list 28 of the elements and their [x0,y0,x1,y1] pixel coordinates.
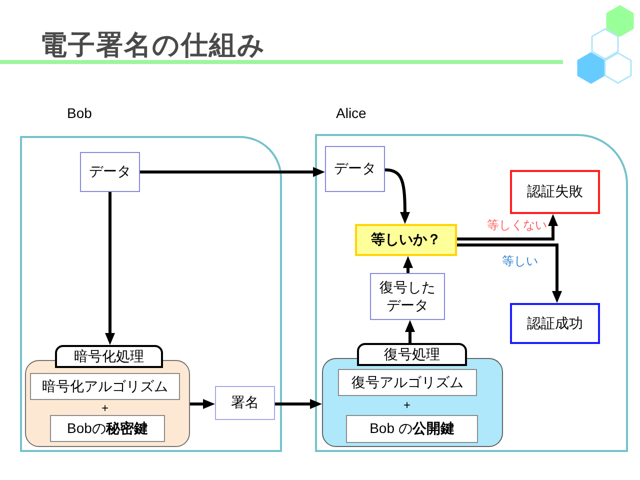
comparison-box: 等しいか？ [355,224,457,256]
arrow [190,399,215,409]
signature-box: 署名 [215,386,275,420]
arrow [105,192,115,345]
process-tab: 復号処理 [357,343,467,366]
arrow [405,320,415,343]
plus-sign: + [402,398,412,413]
arrow [457,214,558,240]
data-box: 復号したデータ [370,273,445,320]
edge-label: 等しい [501,254,539,269]
data-box: データ [325,146,385,192]
lane-heading: Bob [67,104,92,122]
lane-heading: Alice [336,104,366,122]
arrow [275,399,322,409]
title: 電子署名の仕組み [40,29,266,62]
result-box: 認証失敗 [510,170,600,214]
key-box: Bob の公開鍵 [346,415,478,443]
result-box: 認証成功 [510,303,600,344]
process-tab: 暗号化処理 [55,345,163,368]
edge-label: 等しくない [486,218,548,233]
key-box: Bobの秘密鍵 [50,415,165,442]
arrow [403,256,413,273]
arrow [140,167,325,177]
algorithm-box: 復号アルゴリズム [338,369,477,396]
algorithm-box: 暗号化アルゴリズム [30,373,180,400]
data-box: データ [80,152,140,192]
arrow [457,244,562,303]
plus-sign: + [100,401,110,416]
